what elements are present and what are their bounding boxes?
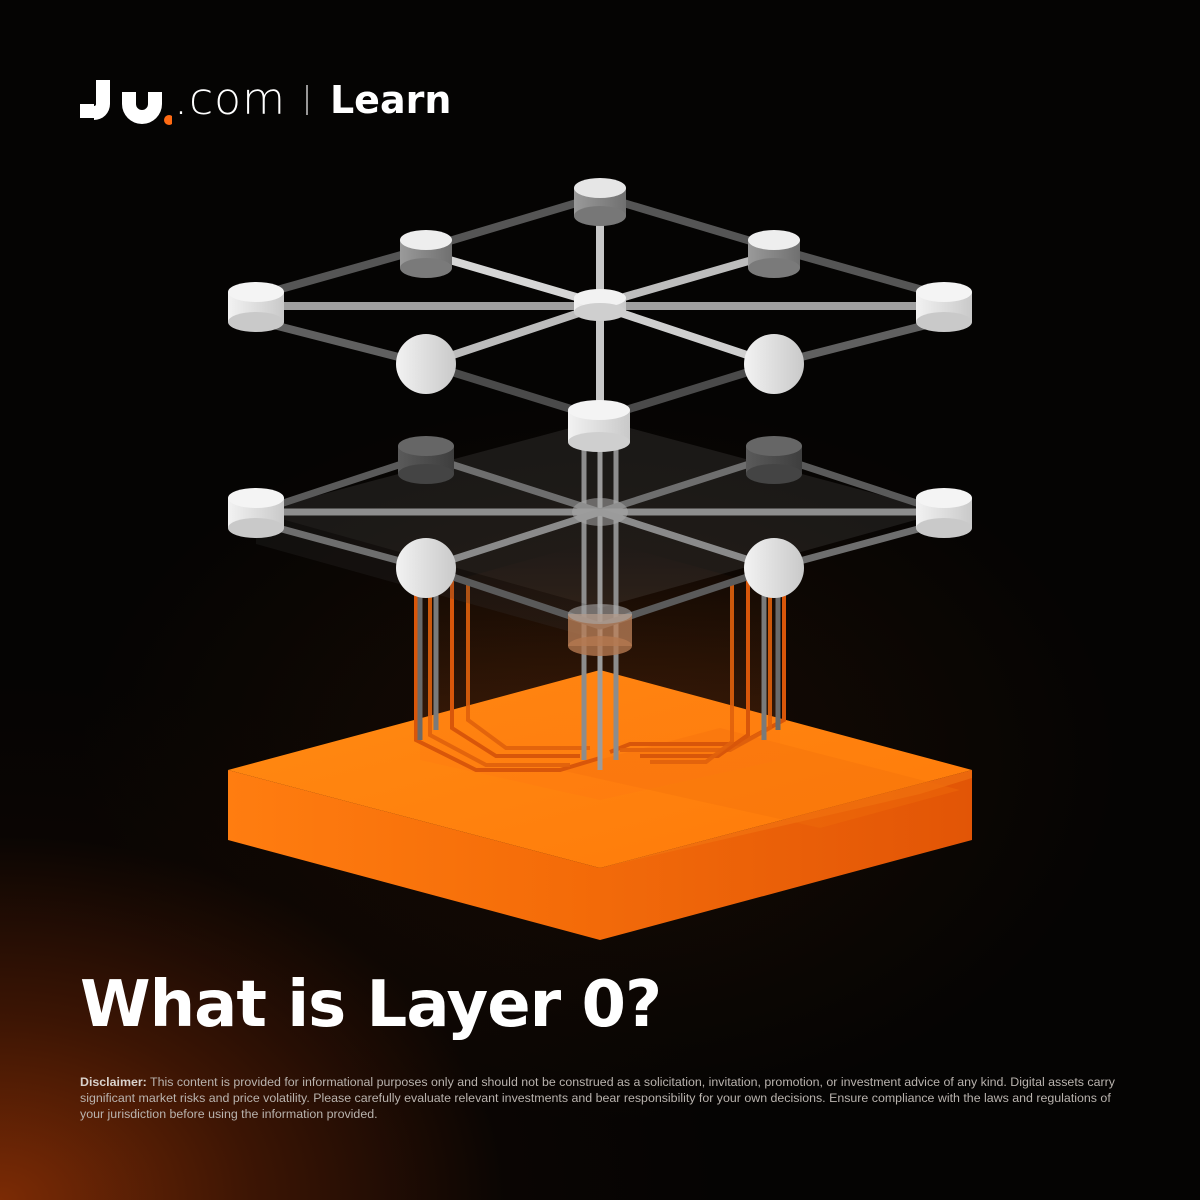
upper-layer-nodes	[228, 178, 972, 452]
logo-domain-suffix: .com	[174, 74, 286, 125]
vertical-connectors	[417, 440, 781, 770]
section-label: Learn	[329, 78, 452, 122]
logo-divider	[305, 85, 308, 115]
disclaimer-label: Disclaimer:	[80, 1075, 147, 1089]
disclaimer-text: This content is provided for information…	[80, 1075, 1115, 1121]
ju-logo-icon	[80, 74, 174, 126]
article-title: What is Layer 0?	[80, 968, 662, 1042]
lower-layer-nodes	[228, 436, 972, 656]
brand-header: .com Learn	[80, 74, 451, 126]
circuit-traces	[414, 580, 786, 772]
disclaimer: Disclaimer: This content is provided for…	[80, 1074, 1125, 1122]
